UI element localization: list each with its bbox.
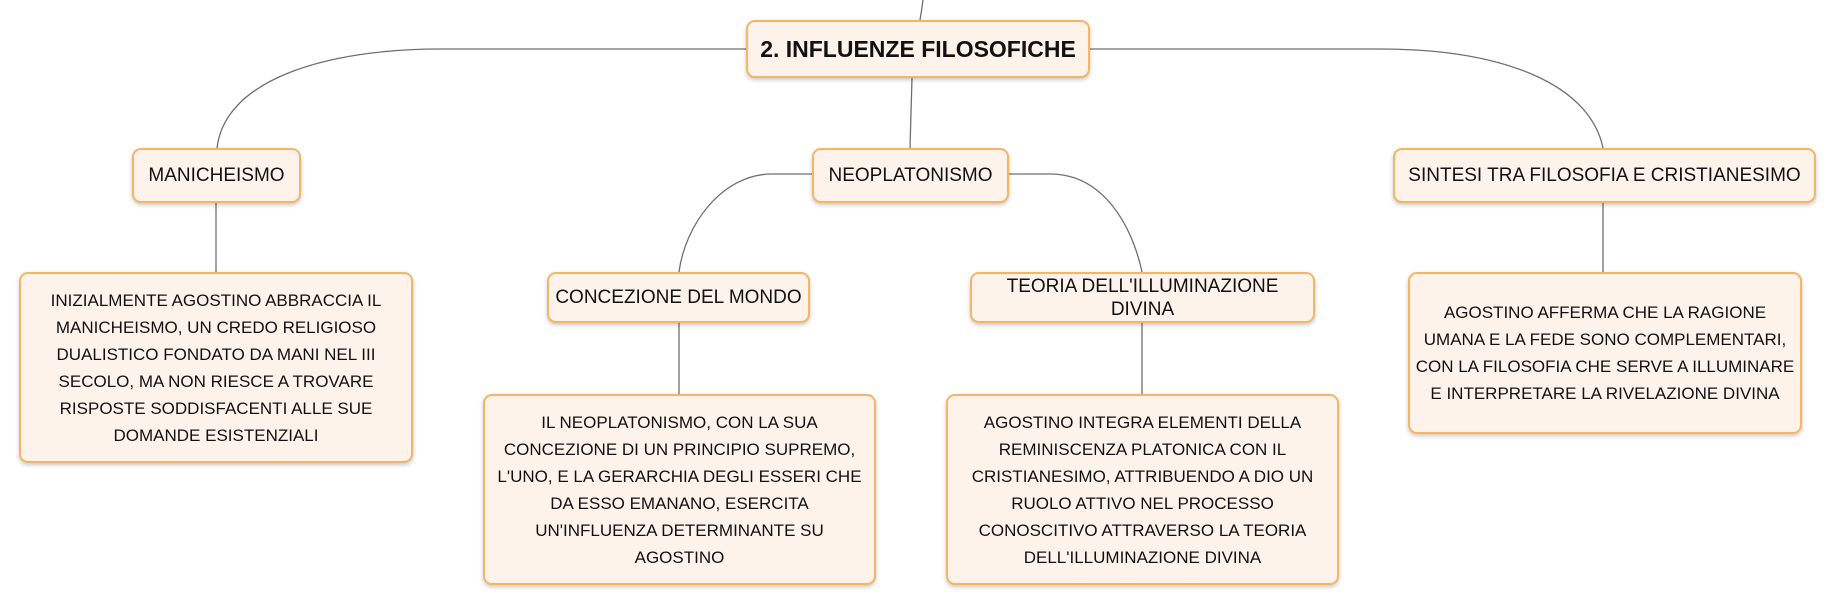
connector-neoplatonismo-to-concezione (678, 173, 812, 273)
node-teoria-illuminazione-label: TEORIA DELL'ILLUMINAZIONE DIVINA (1006, 275, 1279, 320)
root-node[interactable]: 2. INFLUENZE FILOSOFICHE (746, 20, 1090, 78)
node-sintesi-description-text: AGOSTINO AFFERMA CHE LA RAGIONE UMANA E … (1415, 303, 1795, 403)
connector-root-to-sintesi (1090, 48, 1604, 149)
root-node-label: 2. INFLUENZE FILOSOFICHE (760, 35, 1076, 62)
node-sintesi-label: SINTESI TRA FILOSOFIA E CRISTIANESIMO (1408, 165, 1801, 186)
connector-parent-to-root (919, 0, 924, 21)
node-manicheismo-description[interactable]: INIZIALMENTE AGOSTINO ABBRACCIA IL MANIC… (19, 272, 413, 463)
node-concezione-del-mondo-label: CONCEZIONE DEL MONDO (555, 287, 802, 308)
node-manicheismo[interactable]: MANICHEISMO (132, 148, 301, 203)
node-neoplatonismo-label: NEOPLATONISMO (828, 165, 993, 186)
node-neoplatonismo[interactable]: NEOPLATONISMO (812, 148, 1009, 203)
node-teoria-illuminazione-description-text: AGOSTINO INTEGRA ELEMENTI DELLA REMINISC… (971, 412, 1314, 567)
node-sintesi[interactable]: SINTESI TRA FILOSOFIA E CRISTIANESIMO (1393, 148, 1816, 203)
node-concezione-del-mondo[interactable]: CONCEZIONE DEL MONDO (547, 272, 810, 323)
node-concezione-del-mondo-description-text: IL NEOPLATONISMO, CON LA SUA CONCEZIONE … (497, 412, 862, 567)
node-teoria-illuminazione-description[interactable]: AGOSTINO INTEGRA ELEMENTI DELLA REMINISC… (946, 394, 1339, 585)
connector-root-to-manicheismo (216, 48, 746, 149)
node-teoria-illuminazione[interactable]: TEORIA DELL'ILLUMINAZIONE DIVINA (970, 272, 1315, 323)
node-manicheismo-description-text: INIZIALMENTE AGOSTINO ABBRACCIA IL MANIC… (50, 290, 382, 445)
node-sintesi-description[interactable]: AGOSTINO AFFERMA CHE LA RAGIONE UMANA E … (1408, 272, 1802, 434)
node-concezione-del-mondo-description[interactable]: IL NEOPLATONISMO, CON LA SUA CONCEZIONE … (483, 394, 876, 585)
connector-root-to-neoplatonismo (909, 77, 913, 149)
node-manicheismo-label: MANICHEISMO (148, 165, 285, 186)
connector-neoplatonismo-to-teoria (1009, 173, 1143, 273)
